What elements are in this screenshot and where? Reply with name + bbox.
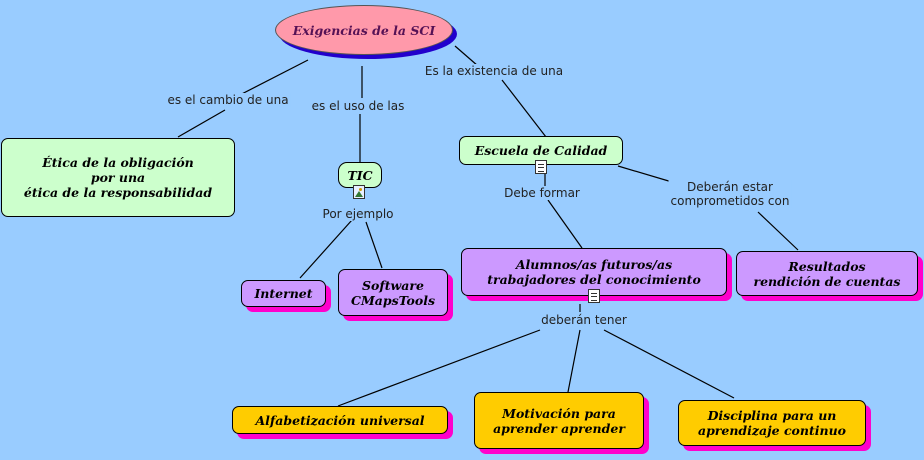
- link-label-tener: deberán tener: [539, 313, 629, 327]
- document-icon[interactable]: [588, 289, 600, 303]
- image-icon[interactable]: [353, 185, 365, 199]
- link-label-existencia: Es la existencia de una: [422, 64, 566, 78]
- link-label-uso: es el uso de las: [309, 99, 407, 113]
- node-disciplina[interactable]: Disciplina para un aprendizaje continuo: [678, 400, 866, 446]
- node-tic[interactable]: TIC: [338, 162, 382, 188]
- node-alumnos[interactable]: Alumnos/as futuros/as trabajadores del c…: [461, 248, 727, 296]
- connector-line: [567, 329, 581, 393]
- connector-line: [454, 45, 479, 67]
- document-icon[interactable]: [535, 160, 547, 174]
- map-title[interactable]: Exigencias de la SCI: [275, 5, 453, 55]
- connector-line: [365, 221, 383, 269]
- connector-line: [501, 79, 547, 138]
- link-label-ejemplo: Por ejemplo: [320, 207, 396, 221]
- node-escuela-calidad[interactable]: Escuela de Calidad: [459, 136, 623, 165]
- connector-line: [757, 211, 799, 251]
- connector-line: [603, 329, 735, 399]
- link-label-cambio: es el cambio de una: [165, 93, 291, 107]
- connector-line: [547, 199, 583, 249]
- link-label-comprometidos: Deberán estar comprometidos con: [668, 180, 792, 208]
- node-internet[interactable]: Internet: [241, 280, 326, 307]
- node-software[interactable]: Software CMapsTools: [338, 269, 448, 316]
- connector-line: [617, 165, 673, 183]
- node-etica[interactable]: Ética de la obligación por una ética de …: [1, 138, 235, 217]
- node-motivacion[interactable]: Motivación para aprender aprender: [474, 392, 644, 449]
- connector-line: [299, 219, 353, 279]
- link-label-formar: Debe formar: [502, 186, 582, 200]
- node-alfabetizacion[interactable]: Alfabetización universal: [232, 406, 448, 434]
- node-resultados[interactable]: Resultados rendición de cuentas: [736, 251, 918, 296]
- connector-line: [337, 329, 541, 407]
- connector-line: [177, 109, 226, 138]
